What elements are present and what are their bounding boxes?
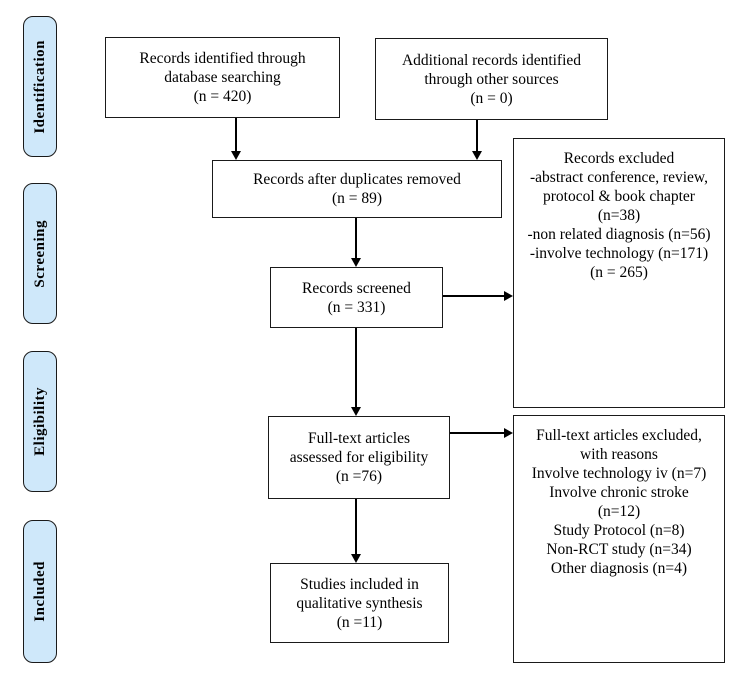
box-count: (n =11) bbox=[336, 613, 383, 631]
arrowhead-down-icon bbox=[351, 554, 361, 563]
stage-label-eligibility: Eligibility bbox=[31, 387, 48, 456]
fulltext-excluded-reason: Other diagnosis (n=4) bbox=[550, 560, 688, 577]
box-count: (n = 0) bbox=[470, 89, 513, 107]
box-count: (n = 420) bbox=[193, 88, 252, 105]
arrow-database-to-duplicates bbox=[235, 118, 237, 153]
box-text-line: Records identified through bbox=[139, 50, 306, 67]
excluded-total-count: (n = 265) bbox=[590, 264, 648, 281]
arrowhead-down-icon bbox=[351, 407, 361, 416]
box-records-identified-database: Records identified through database sear… bbox=[105, 37, 340, 118]
excluded-reason: protocol & book chapter bbox=[543, 188, 695, 205]
excluded-reason: -non related diagnosis (n=56) bbox=[527, 226, 711, 243]
arrowhead-down-icon bbox=[351, 258, 361, 267]
box-count: (n = 331) bbox=[327, 298, 386, 316]
arrow-duplicates-to-screened bbox=[355, 218, 357, 260]
box-text-line: Studies included in bbox=[300, 575, 419, 593]
arrow-sources-to-duplicates bbox=[476, 120, 478, 153]
arrow-screened-to-excluded bbox=[443, 295, 505, 297]
box-text-line: Records screened bbox=[302, 279, 411, 297]
excluded-reason: -abstract conference, review, bbox=[530, 169, 708, 186]
stage-label-included: Included bbox=[31, 561, 48, 622]
box-fulltext-assessed: Full-text articles assessed for eligibil… bbox=[268, 416, 450, 499]
box-records-screened: Records screened (n = 331) bbox=[270, 267, 443, 328]
fulltext-excluded-title: Full-text articles excluded, bbox=[536, 427, 702, 444]
stage-pill-eligibility: Eligibility bbox=[23, 351, 57, 492]
box-after-duplicates-removed: Records after duplicates removed (n = 89… bbox=[212, 160, 502, 218]
fulltext-excluded-reason: Involve technology iv (n=7) bbox=[531, 465, 707, 482]
box-additional-records: Additional records identified through ot… bbox=[375, 38, 608, 120]
excluded-title: Records excluded bbox=[563, 150, 675, 167]
fulltext-excluded-reason: Involve chronic stroke bbox=[549, 484, 689, 501]
box-count: (n =76) bbox=[335, 468, 383, 485]
arrow-fulltext-to-excluded bbox=[450, 432, 505, 434]
box-studies-included: Studies included in qualitative synthesi… bbox=[270, 563, 449, 643]
stage-pill-screening: Screening bbox=[23, 183, 57, 324]
stage-pill-included: Included bbox=[23, 520, 57, 663]
arrowhead-right-icon bbox=[504, 428, 513, 438]
box-text-line: Records after duplicates removed bbox=[253, 171, 461, 188]
stage-label-screening: Screening bbox=[31, 219, 48, 288]
box-text-line: through other sources bbox=[424, 70, 559, 88]
box-text-line: Full-text articles bbox=[307, 430, 410, 447]
box-text-line: assessed for eligibility bbox=[289, 449, 429, 466]
excluded-count: (n=38) bbox=[597, 207, 641, 224]
fulltext-excluded-reason: Study Protocol (n=8) bbox=[553, 522, 685, 539]
box-text-line: database searching bbox=[164, 69, 281, 86]
fulltext-excluded-reason: Non-RCT study (n=34) bbox=[546, 541, 692, 558]
arrow-screened-to-fulltext bbox=[355, 328, 357, 409]
fulltext-excluded-count: (n=12) bbox=[597, 503, 641, 520]
arrowhead-down-icon bbox=[472, 151, 482, 160]
excluded-reason: -involve technology (n=171) bbox=[529, 245, 709, 262]
arrow-fulltext-to-included bbox=[355, 499, 357, 556]
arrowhead-down-icon bbox=[231, 151, 241, 160]
stage-label-identification: Identification bbox=[31, 39, 48, 134]
fulltext-excluded-title: with reasons bbox=[580, 446, 658, 463]
box-text-line: qualitative synthesis bbox=[296, 594, 423, 612]
box-records-excluded: Records excluded -abstract conference, r… bbox=[513, 138, 725, 408]
stage-pill-identification: Identification bbox=[23, 16, 57, 157]
box-count: (n = 89) bbox=[331, 190, 383, 207]
box-fulltext-excluded: Full-text articles excluded, with reason… bbox=[513, 415, 725, 663]
box-text-line: Additional records identified bbox=[401, 51, 582, 69]
arrowhead-right-icon bbox=[504, 291, 513, 301]
